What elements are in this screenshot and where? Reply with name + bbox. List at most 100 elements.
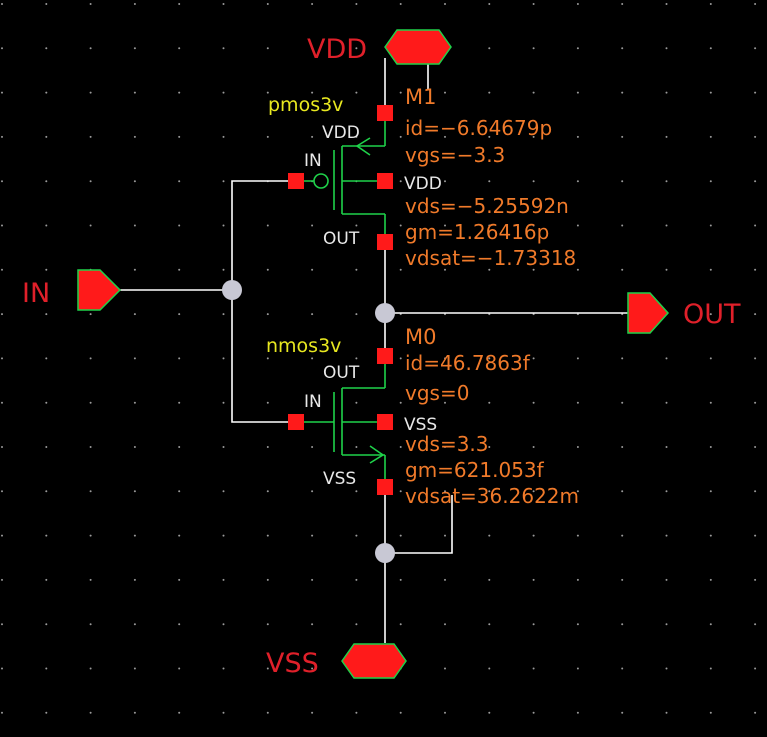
grid-dot bbox=[709, 91, 712, 94]
grid-dot bbox=[1, 268, 3, 271]
grid-dot bbox=[621, 446, 624, 448]
grid-dot bbox=[532, 135, 535, 138]
grid-dot bbox=[399, 91, 402, 94]
grid-dot bbox=[488, 401, 491, 404]
grid-dot bbox=[576, 578, 579, 581]
grid-dot bbox=[576, 357, 579, 360]
grid-dot bbox=[45, 313, 48, 316]
m1-vdsat: vdsat=−1.73318 bbox=[405, 246, 576, 270]
grid-dot bbox=[488, 47, 491, 50]
grid-dot bbox=[709, 47, 712, 50]
m1-id: id=−6.64679p bbox=[405, 116, 552, 140]
grid-dot bbox=[532, 3, 535, 5]
grid-dot bbox=[1, 313, 3, 316]
grid-dot bbox=[89, 224, 92, 227]
grid-dot bbox=[355, 268, 358, 271]
grid-dot bbox=[311, 490, 314, 493]
junction-out[interactable] bbox=[375, 303, 395, 323]
m1-gate-label: IN bbox=[304, 151, 322, 171]
grid-dot bbox=[665, 623, 668, 626]
junction-gate[interactable] bbox=[222, 280, 242, 300]
grid-dot bbox=[89, 534, 92, 537]
grid-dot bbox=[1, 47, 3, 50]
grid-dot bbox=[222, 3, 225, 5]
grid-dot bbox=[222, 180, 225, 183]
pin-m0-source[interactable] bbox=[377, 479, 393, 495]
grid-dot bbox=[709, 623, 712, 626]
grid-dot bbox=[488, 667, 491, 670]
grid-dot bbox=[709, 534, 712, 537]
grid-dot bbox=[45, 357, 48, 360]
grid-dot bbox=[576, 268, 579, 271]
grid-dot bbox=[532, 623, 535, 626]
grid-dot bbox=[89, 667, 92, 670]
grid-dot bbox=[444, 401, 446, 404]
grid-dot bbox=[399, 401, 402, 404]
grid-dot bbox=[355, 313, 358, 316]
grid-dot bbox=[576, 446, 579, 448]
pin-m0-gate[interactable] bbox=[288, 414, 304, 430]
m1-vds: vds=−5.25592n bbox=[405, 194, 569, 218]
grid-dot bbox=[311, 711, 314, 714]
junction-vss[interactable] bbox=[375, 543, 395, 563]
grid-dot bbox=[355, 534, 358, 537]
out-port-label: OUT bbox=[683, 299, 741, 330]
grid-dot bbox=[665, 711, 668, 714]
wires bbox=[118, 58, 628, 643]
grid-dot bbox=[178, 401, 181, 404]
m0-instance-name: M0 bbox=[405, 325, 436, 349]
grid-dot bbox=[311, 401, 314, 404]
grid-dot bbox=[133, 47, 136, 50]
vdd-port-symbol[interactable] bbox=[384, 29, 452, 65]
grid-dot bbox=[311, 667, 314, 670]
pin-m0-out[interactable] bbox=[377, 348, 393, 364]
grid-dot bbox=[178, 490, 181, 493]
grid-dot bbox=[399, 623, 402, 626]
vss-port-symbol[interactable] bbox=[341, 643, 407, 679]
grid-dot bbox=[1, 623, 3, 626]
grid-dot bbox=[621, 711, 624, 714]
grid-dot bbox=[621, 135, 624, 138]
m1-vgs: vgs=−3.3 bbox=[405, 143, 505, 167]
grid-dot bbox=[399, 578, 402, 581]
grid-dot bbox=[488, 711, 491, 714]
grid-dot bbox=[754, 401, 757, 404]
grid-dot bbox=[488, 357, 491, 360]
grid-dot bbox=[178, 224, 181, 227]
grid-dot bbox=[311, 3, 314, 5]
out-port-symbol[interactable] bbox=[627, 292, 670, 334]
grid-dot bbox=[222, 578, 225, 581]
grid-dot bbox=[444, 135, 446, 138]
in-port-symbol[interactable] bbox=[77, 269, 122, 311]
pin-m1-out[interactable] bbox=[377, 234, 393, 250]
pin-m1-drain-top[interactable] bbox=[377, 105, 393, 121]
grid-dot bbox=[444, 3, 446, 5]
grid-dot bbox=[1, 490, 3, 493]
grid-dot bbox=[532, 578, 535, 581]
grid-dot bbox=[576, 667, 579, 670]
m1-gm: gm=1.26416p bbox=[405, 220, 549, 244]
grid-dot bbox=[89, 180, 92, 183]
pin-m1-gate[interactable] bbox=[288, 173, 304, 189]
grid-dot bbox=[45, 268, 48, 271]
grid-dot bbox=[488, 180, 491, 183]
grid-dot bbox=[266, 357, 269, 360]
grid-dot bbox=[754, 135, 757, 138]
grid-dot bbox=[532, 268, 535, 271]
grid-dot bbox=[532, 446, 535, 448]
grid-dot bbox=[444, 357, 446, 360]
grid-dot bbox=[222, 711, 225, 714]
grid-dot bbox=[621, 47, 624, 50]
pin-m0-bulk[interactable] bbox=[377, 414, 393, 430]
grid-dot bbox=[133, 578, 136, 581]
grid-dot bbox=[1, 3, 3, 5]
grid-dot bbox=[399, 268, 402, 271]
pin-m1-bulk[interactable] bbox=[377, 173, 393, 189]
grid-dot bbox=[709, 667, 712, 670]
grid-dot bbox=[532, 180, 535, 183]
grid-dot bbox=[89, 135, 92, 138]
grid-dot bbox=[1, 224, 3, 227]
grid-dot bbox=[709, 578, 712, 581]
